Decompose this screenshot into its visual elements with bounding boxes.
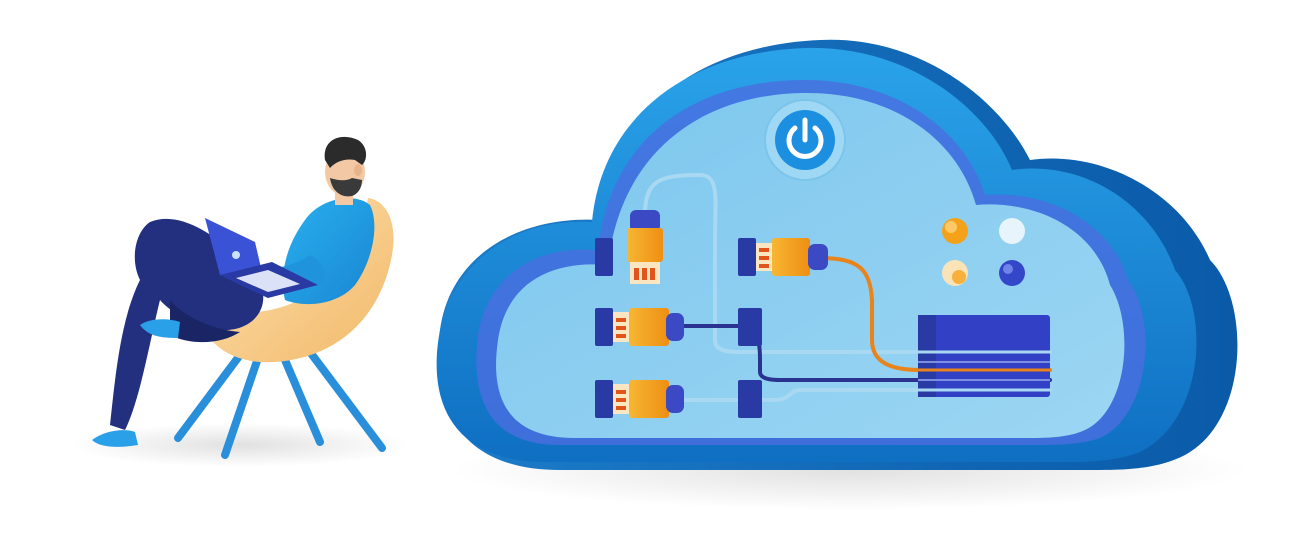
person-on-chair: [92, 136, 394, 459]
person-back-leg: [170, 300, 240, 343]
cable-light-1: [643, 172, 1052, 354]
indicator-light: [999, 218, 1025, 244]
indicator-light: [999, 260, 1025, 286]
power-icon: [786, 117, 824, 159]
port: [738, 308, 762, 346]
server-block: [918, 315, 1050, 397]
person-head: [324, 136, 367, 197]
shoe: [92, 430, 138, 447]
power-button[interactable]: [764, 99, 846, 181]
plug: [613, 308, 684, 346]
port: [595, 308, 613, 346]
laptop-icon: [205, 218, 318, 298]
person-shadow: [70, 423, 410, 467]
plugs: [613, 210, 828, 418]
plug: [613, 380, 684, 418]
indicator-lights: [942, 218, 1025, 286]
chair-legs: [174, 348, 386, 459]
beard: [330, 178, 362, 197]
port: [595, 380, 613, 418]
cloud-server: [436, 39, 1238, 470]
port: [738, 238, 756, 276]
cable-orange: [818, 256, 1052, 372]
cable-light-2: [678, 388, 1052, 402]
ports: [595, 238, 762, 418]
port: [595, 238, 613, 276]
plug: [756, 238, 828, 276]
plug: [627, 210, 663, 284]
shoe: [140, 319, 180, 338]
port: [738, 380, 762, 418]
hair: [324, 136, 367, 168]
